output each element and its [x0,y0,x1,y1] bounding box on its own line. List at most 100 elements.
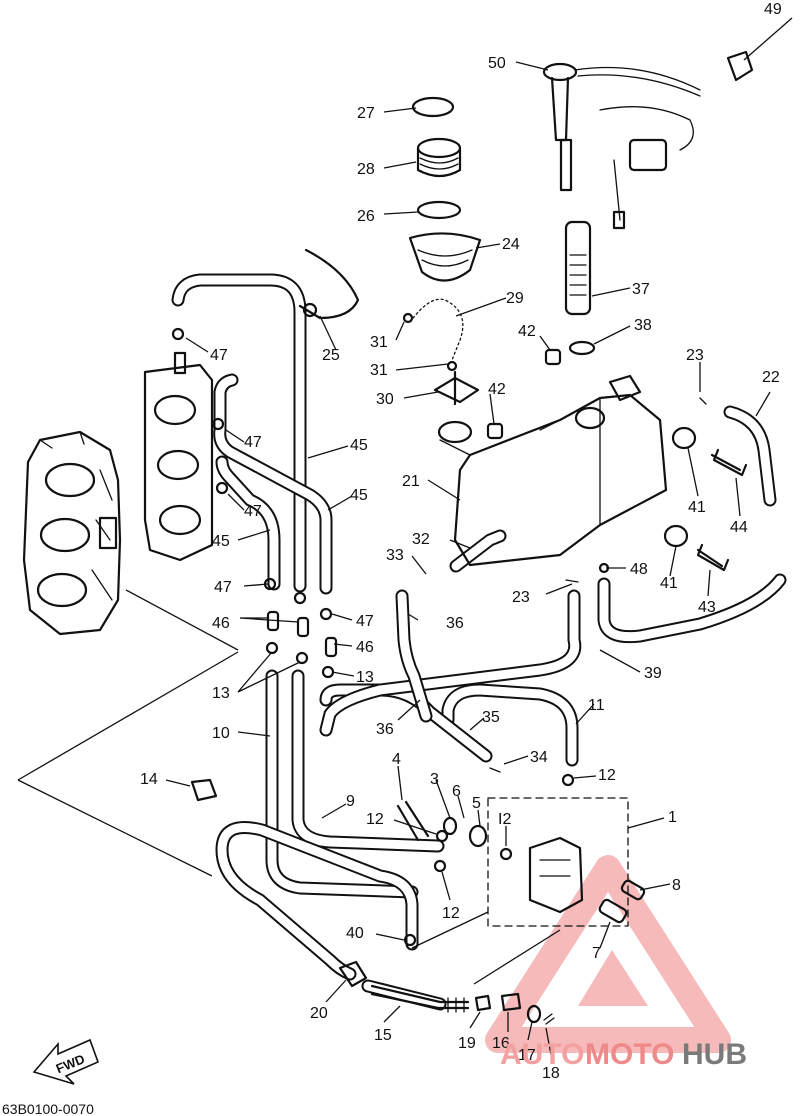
callout-17: 17 [518,1047,536,1064]
leader-lines [17,17,793,1061]
hose-10 [265,669,419,899]
callout-28: 28 [357,161,375,178]
callout-19: 19 [458,1035,476,1052]
sensor-wiring [542,50,754,230]
callout-47-e: 47 [356,613,374,630]
callout-12-right: 12 [598,767,616,784]
vapor-separator-tank [437,374,668,567]
callout-50: 50 [488,55,506,72]
callout-45-c: 45 [212,533,230,550]
hose-40-loop [215,821,419,981]
drawing-code: 63B0100-0070 [2,1101,94,1116]
callout-41-bottom: 41 [660,575,678,592]
callout-18: 18 [542,1065,560,1082]
callout-12-mid: I2 [498,811,511,828]
callout-23-bottom: 23 [512,589,530,606]
bottom-fittings [190,767,555,1025]
hose-32-core [451,531,505,571]
engine-block [22,430,122,636]
callout-40: 40 [346,925,364,942]
callout-20: 20 [310,1005,328,1022]
callout-14: 14 [140,771,158,788]
callout-25: 25 [322,347,340,364]
callout-36-top: 36 [446,615,464,632]
callout-35: 35 [482,709,500,726]
callout-26: 26 [357,208,375,225]
hose-40-loop-core [217,823,417,979]
hose-36-core [397,591,431,721]
hose-9 [291,669,445,853]
callout-45-b: 45 [350,487,368,504]
intake-manifold [143,351,214,562]
callout-42-top: 42 [518,323,536,340]
chain-assembly [402,298,480,406]
watermark-hub: HUB [682,1038,747,1071]
callout-12-left: 12 [366,811,384,828]
callout-33: 33 [386,547,404,564]
fasteners [486,348,748,583]
callout-47-c: 47 [244,503,262,520]
watermark-text: AUTO MOTO HUB [500,1038,747,1071]
hose-9-core [293,671,443,851]
cap-assembly [408,96,482,282]
callout-21: 21 [402,473,420,490]
hose-39b-core [599,575,785,642]
callout-43: 43 [698,599,716,616]
watermark-auto: AUTO [500,1038,584,1071]
callout-45-a: 45 [350,437,368,454]
hose-45-mid-core [215,375,331,593]
callout-5: 5 [472,795,481,812]
hose-32 [449,529,507,573]
callout-13-right: 13 [356,669,374,686]
callout-31-bottom: 31 [370,362,388,379]
callout-4: 4 [392,751,401,768]
hose-45-long-core [173,275,305,591]
watermark-moto: MOTO [585,1038,674,1071]
callout-42-bottom: 42 [488,381,506,398]
hose-22 [723,405,777,507]
callout-3: 3 [430,771,439,788]
callout-12-bottom: 12 [442,905,460,922]
hoses-group [171,273,787,1011]
callout-37: 37 [632,281,650,298]
callout-6: 6 [452,783,461,800]
callout-34: 34 [530,749,548,766]
callout-36-bottom: 36 [376,721,394,738]
callout-1: 1 [668,809,677,826]
callout-10: 10 [212,725,230,742]
callout-48: 48 [630,561,648,578]
watermark-logo [485,855,731,1053]
callout-41-top: 41 [688,499,706,516]
hose-11-core [443,685,577,765]
callout-8: 8 [672,877,681,894]
hose-45-mid [213,373,333,595]
callout-11: 11 [588,697,605,714]
callout-47-b: 47 [244,434,262,451]
callout-46-right: 46 [356,639,374,656]
callout-31-top: 31 [370,334,388,351]
hose-39-core [321,591,580,735]
hose-36 [395,589,433,723]
callout-49: 49 [764,1,782,18]
forward-direction-indicator: FWD [32,1038,100,1085]
callout-15: 15 [374,1027,392,1044]
callout-16: 16 [492,1035,510,1052]
callout-46-left: 46 [212,615,230,632]
callout-32: 32 [412,531,430,548]
callout-38: 38 [634,317,652,334]
callout-44: 44 [730,519,748,536]
callout-24: 24 [502,236,520,253]
hose-39 [319,589,582,737]
callout-47-a: 47 [210,347,228,364]
hose-39b [597,573,787,644]
bracket-25 [298,248,360,320]
callout-labels: 49 50 27 28 26 24 37 29 25 31 31 30 42 3… [140,1,782,1082]
hose-45-short [215,455,281,591]
hose-45-short-core [217,457,279,589]
callout-23-top: 23 [686,347,704,364]
callout-39: 39 [644,665,662,682]
hose-10-core [267,671,417,897]
callout-47-d: 47 [214,579,232,596]
